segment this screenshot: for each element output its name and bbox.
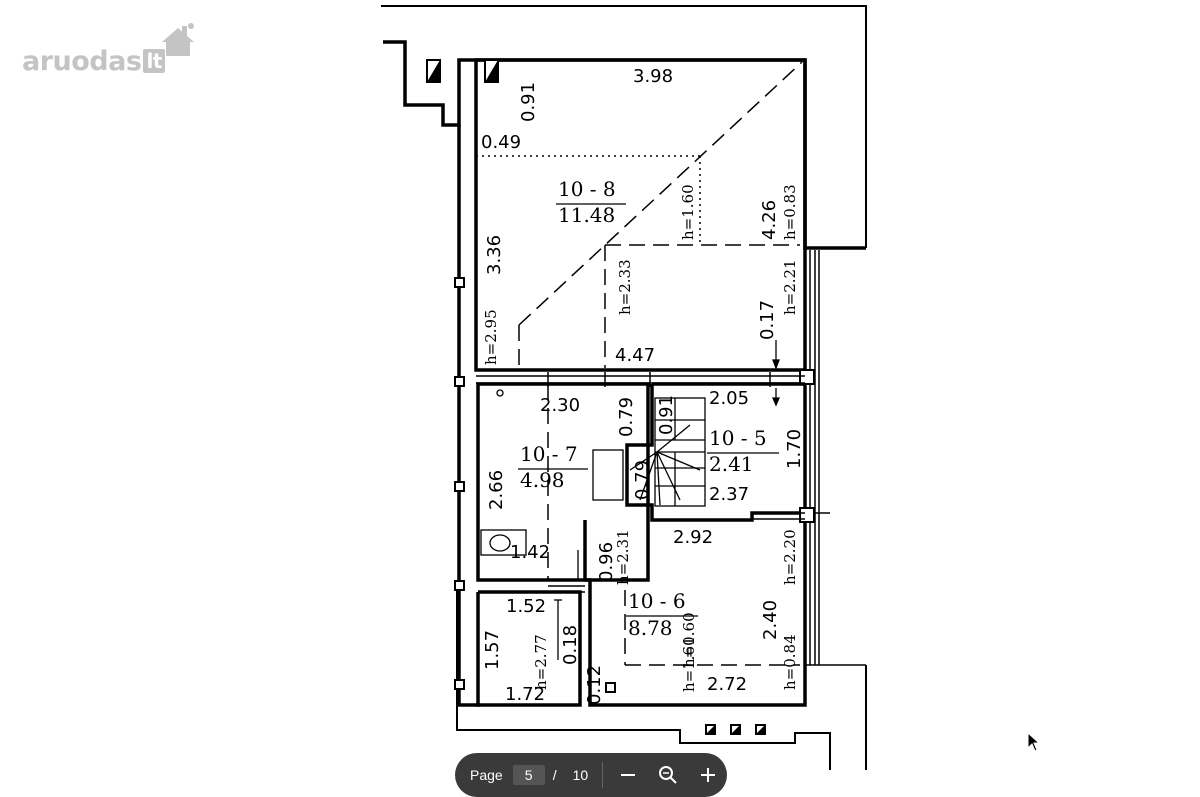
room-10-5-walls: [625, 382, 807, 522]
dim-d33: 1.72: [505, 684, 545, 705]
magnifier-icon: [659, 766, 677, 784]
dim-d17: 1.70: [784, 429, 805, 469]
zoom-reset-button[interactable]: [653, 760, 683, 790]
west-wall: [457, 125, 480, 707]
room-10-7-walls: [476, 382, 650, 582]
room-10-5-area: 2.41: [709, 452, 754, 476]
dim-d8: h=2.33: [616, 259, 634, 315]
dim-d6: 4.26: [759, 200, 780, 240]
room-10-7-area: 4.98: [520, 468, 565, 492]
dim-d20: 2.37: [709, 484, 749, 505]
page-label: Page: [470, 767, 503, 783]
house-icon: [162, 23, 194, 56]
dim-d22: 0.96: [596, 542, 617, 582]
dim-d25: h=2.20: [781, 529, 799, 585]
outer-boundary-bottom: [456, 590, 831, 770]
dim-d30: 2.40: [760, 600, 781, 640]
dim-d15: 0.91: [656, 395, 677, 435]
dim-d19: 0.79: [632, 460, 653, 500]
room-small-walls: [476, 590, 582, 707]
dim-d18: 2.66: [486, 470, 507, 510]
slope-line: [518, 61, 803, 326]
dim-d1: 3.98: [633, 66, 673, 87]
dim-d12: h=2.21: [781, 259, 799, 315]
logo-text: aruodas: [22, 46, 142, 77]
dim-d7: h=0.83: [781, 184, 799, 240]
room-10-8-walls: [474, 58, 807, 372]
dim-d34: 0.12: [584, 665, 605, 705]
dim-d13: 2.30: [540, 395, 580, 416]
dim-d27: h=2.77: [532, 634, 550, 690]
plus-icon: [701, 768, 716, 782]
room-10-5-code: 10 - 5: [709, 426, 767, 450]
dim-d21: 1.42: [510, 542, 550, 563]
logo-suffix: lt: [143, 49, 165, 73]
page-number-input[interactable]: [512, 765, 545, 785]
page-separator: /: [552, 767, 557, 783]
room-10-8-area: 11.48: [558, 203, 615, 227]
dim-d3: 0.49: [481, 132, 521, 153]
dim-d36: 2.72: [707, 674, 747, 695]
dim-d32: h=0.84: [781, 634, 799, 690]
dim-d11: 0.17: [757, 300, 778, 340]
dim-d5: h=1.60: [679, 184, 697, 240]
room-10-8-code: 10 - 8: [558, 177, 616, 201]
room-10-7-code: 10 - 7: [520, 442, 578, 466]
dim-d4: 3.36: [484, 235, 505, 275]
room-10-6-area: 8.78: [628, 616, 673, 640]
minus-icon: [621, 774, 636, 776]
zoom-out-button[interactable]: [613, 760, 643, 790]
dim-d24: 2.92: [673, 527, 713, 548]
dim-d31: h=1.60: [680, 612, 698, 668]
dim-d10: 4.47: [615, 345, 655, 366]
toolbar-divider: [602, 762, 604, 788]
zoom-in-button[interactable]: [693, 760, 723, 790]
dim-d29: 1.57: [482, 630, 503, 670]
pdf-toolbar: Page / 10: [455, 753, 727, 797]
mouse-cursor-icon: [1027, 732, 1041, 752]
outer-boundary: [381, 5, 867, 248]
dim-d2: 0.91: [518, 82, 539, 122]
dim-d23: h=2.31: [614, 529, 632, 585]
total-pages: 10: [572, 767, 589, 783]
dim-d28: 0.18: [560, 625, 581, 665]
room-10-6-code: 10 - 6: [628, 589, 686, 613]
dim-d9: h=2.95: [482, 309, 500, 365]
dim-d16: 2.05: [709, 388, 749, 409]
room-10-6-walls: [583, 520, 807, 707]
dim-d14: 0.79: [616, 397, 637, 437]
dim-d35: h=1.60: [680, 636, 698, 692]
dim-d26: 1.52: [506, 596, 546, 617]
